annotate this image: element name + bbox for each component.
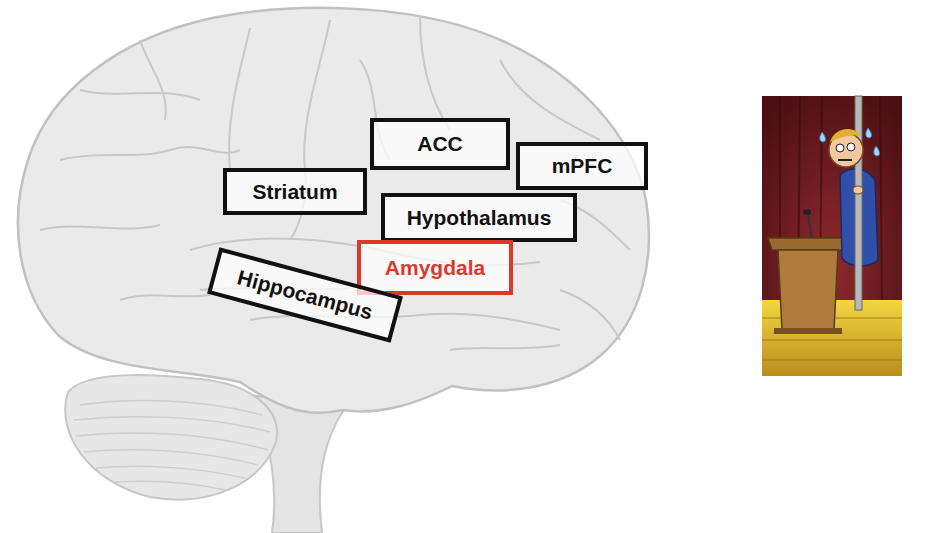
man-mouth <box>838 159 852 161</box>
man-hair <box>830 129 862 142</box>
region-label: Amygdala <box>385 256 485 279</box>
pole <box>855 96 862 310</box>
region-box: Amygdala <box>357 240 513 295</box>
region-box: Hypothalamus <box>381 193 577 242</box>
microphone <box>803 209 811 215</box>
podium-base <box>774 328 842 334</box>
region-box: ACC <box>370 118 510 170</box>
region-label: Hippocampus <box>235 266 375 324</box>
microphone-stand <box>808 214 812 240</box>
podium <box>778 250 838 330</box>
cerebrum <box>18 8 649 413</box>
man-eye <box>836 144 844 152</box>
cerebellum-folds <box>74 401 270 490</box>
region-label: Striatum <box>252 180 337 203</box>
region-label: ACC <box>417 132 463 155</box>
region-label: mPFC <box>552 154 613 177</box>
cerebellum <box>65 375 277 499</box>
stage-fright-cartoon <box>762 96 902 376</box>
curtain <box>762 96 902 376</box>
brain-illustration <box>18 8 649 533</box>
region-label: Hypothalamus <box>407 206 552 229</box>
region-box: mPFC <box>516 142 648 190</box>
sweat-drops <box>820 128 880 156</box>
podium-top <box>768 238 848 250</box>
region-box: Striatum <box>223 168 367 215</box>
man-hand <box>853 186 863 194</box>
man-eye <box>847 143 855 151</box>
